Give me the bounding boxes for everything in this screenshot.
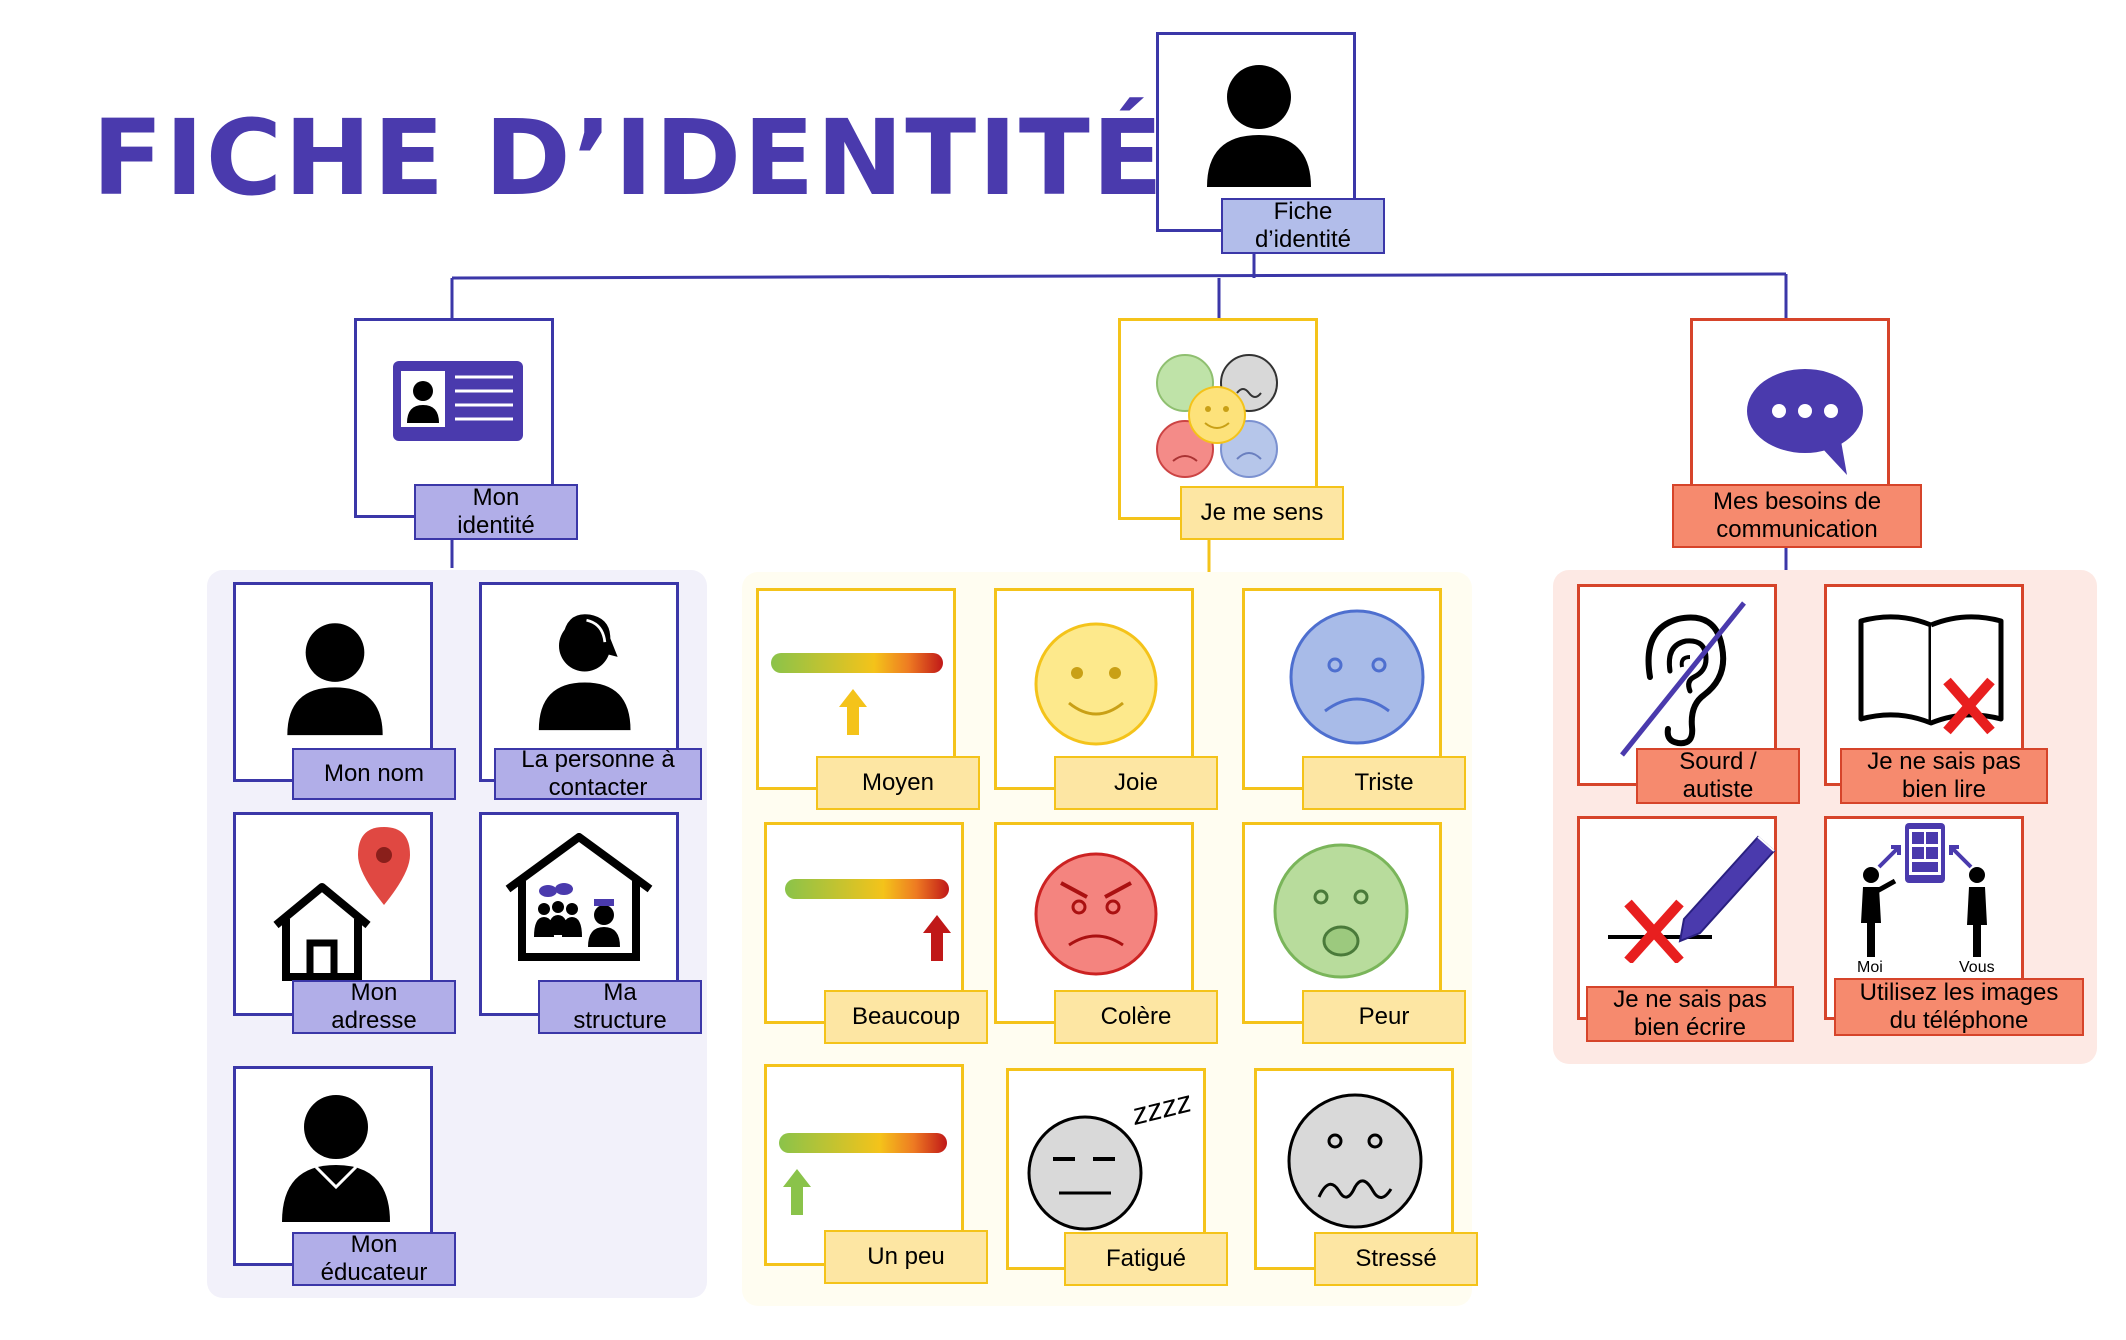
feelings-label: Je me sens xyxy=(1180,486,1344,540)
label-mon-adresse: Mon adresse xyxy=(292,980,456,1034)
deaf-ear-icon xyxy=(1620,601,1746,757)
label-colere: Colère xyxy=(1054,990,1218,1044)
phone-images-icon xyxy=(1861,823,1987,957)
label-un-peu: Un peu xyxy=(824,1230,988,1284)
label-images-telephone: Utilisez les images du téléphone xyxy=(1834,978,2084,1036)
intensity-medium-icon xyxy=(771,653,943,735)
sad-face-icon xyxy=(1289,609,1425,745)
no-writing-icon xyxy=(1608,835,1776,963)
house-location-icon xyxy=(273,827,410,981)
person-icon xyxy=(1207,65,1311,187)
structure-house-icon xyxy=(505,833,653,961)
label-ma-structure: Ma structure xyxy=(538,980,702,1034)
moi-label: Moi xyxy=(1857,959,1883,976)
root-label: Fiche d’identité xyxy=(1221,198,1385,254)
label-personne-contact: La personne à contacter xyxy=(494,748,702,800)
happy-face-icon xyxy=(1034,622,1158,746)
label-joie: Joie xyxy=(1054,756,1218,810)
label-beaucoup: Beaucoup xyxy=(824,990,988,1044)
intensity-high-icon xyxy=(785,879,951,961)
label-mon-educateur: Mon éducateur xyxy=(292,1232,456,1286)
label-ne-sais-pas-ecrire: Je ne sais pas bien écrire xyxy=(1586,986,1794,1042)
emotions-icon xyxy=(1156,354,1278,478)
label-sourd-autiste: Sourd / autiste xyxy=(1636,748,1800,804)
person-icon xyxy=(287,623,383,736)
vous-label: Vous xyxy=(1959,959,1995,976)
label-triste: Triste xyxy=(1302,756,1466,810)
intensity-low-icon xyxy=(779,1133,947,1215)
tired-face-icon: zzzz xyxy=(1027,1085,1193,1231)
angry-face-icon xyxy=(1034,852,1158,976)
stressed-face-icon xyxy=(1287,1093,1423,1229)
scared-face-icon xyxy=(1273,843,1409,979)
woman-contact-icon xyxy=(538,614,631,731)
label-fatigue: Fatigué xyxy=(1064,1232,1228,1286)
identity-label: Mon identité xyxy=(414,484,578,540)
label-mon-nom: Mon nom xyxy=(292,748,456,800)
label-stresse: Stressé xyxy=(1314,1232,1478,1286)
communication-label: Mes besoins de communication xyxy=(1672,484,1922,548)
speech-bubble-icon xyxy=(1747,369,1863,475)
svg-text:zzzz: zzzz xyxy=(1128,1085,1193,1132)
label-moyen: Moyen xyxy=(816,756,980,810)
label-ne-sais-pas-lire: Je ne sais pas bien lire xyxy=(1840,748,2048,804)
page-title: FICHE D’IDENTITÉ xyxy=(92,97,1165,219)
educator-icon xyxy=(282,1095,390,1222)
no-reading-icon xyxy=(1858,614,2004,735)
label-peur: Peur xyxy=(1302,990,1466,1044)
id-card-icon xyxy=(393,361,523,441)
